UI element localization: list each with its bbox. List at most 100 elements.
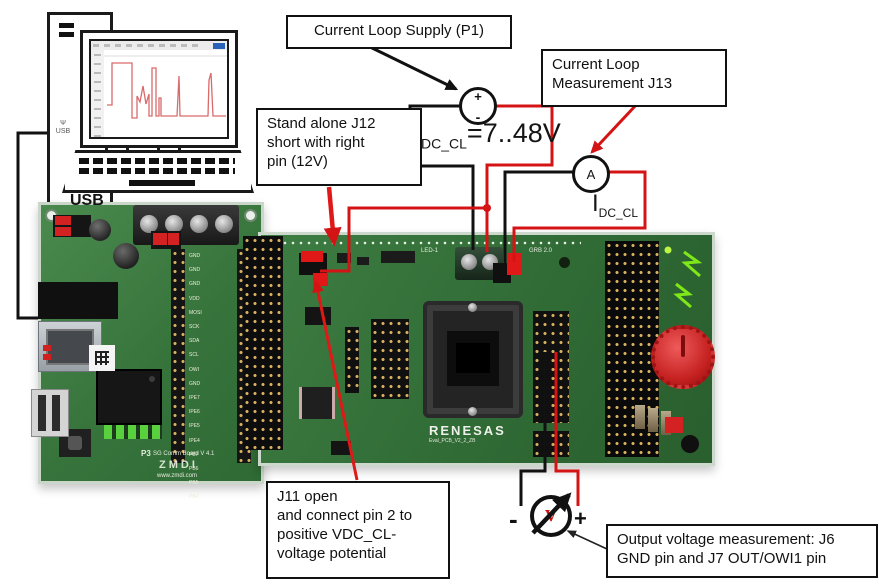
green-led-row [104, 425, 162, 439]
comm-header-labels: GND GND GND VDD MOSI SCK SDA SCL OWI GND… [189, 253, 202, 501]
green-mark [673, 282, 693, 309]
voltmeter-minus-sign: - [509, 504, 518, 534]
comm-silk-p: P3 [141, 449, 151, 458]
j11-annotation-arrow [312, 279, 359, 481]
ammeter-letter: A [586, 166, 596, 182]
capacitor [113, 243, 139, 269]
pc-monitor [80, 30, 238, 148]
red-jumper [55, 216, 71, 225]
smd-part [357, 257, 369, 265]
green-led-glow [664, 246, 672, 254]
green-mark [681, 250, 703, 278]
socket-screw [468, 407, 477, 416]
small-jumper [331, 441, 351, 455]
idc-subscript: DC_CL [598, 205, 639, 220]
monitor-screen [89, 39, 229, 139]
j12-annotation-arrow [323, 186, 342, 247]
output-box-leader [566, 530, 608, 550]
wire-junction-dot [483, 204, 491, 212]
smd-part [337, 253, 351, 263]
chip-dot [149, 376, 155, 382]
button-cap [68, 436, 82, 450]
vdc-branch-wire [320, 206, 487, 273]
vdc-range: =7..48V [466, 118, 561, 148]
eval-board: LED-1 GRB 2.0 RENESAS Eval_PCB_V2_2_ZB [258, 232, 715, 466]
silk-dot-row [281, 239, 581, 247]
tower-drive-slot [59, 23, 74, 28]
red-jumper [153, 233, 167, 245]
j6-j7-header [533, 311, 569, 423]
p1-annotation-arrow [367, 44, 459, 91]
j12-red-jumper [301, 251, 323, 262]
voltmeter-plus-sign: + [574, 506, 587, 531]
led-silk-label: LED-1 [421, 248, 439, 254]
terminal-screw [190, 215, 208, 233]
callout-current-loop-supply: Current Loop Supply (P1) [286, 15, 512, 49]
waveform-trace [104, 55, 227, 119]
ammeter-symbol: A [572, 155, 610, 193]
usb-cable-wire [16, 131, 47, 320]
comm-silk-name: SG Comm Board V 4.1 [153, 451, 215, 457]
software-toolbar [91, 41, 227, 50]
ammeter-black-wire [503, 170, 574, 264]
terminal-screw [461, 254, 477, 270]
keyboard-keys [79, 158, 235, 178]
board-hole [559, 257, 570, 268]
renesas-sub-silk: Eval_PCB_V2_2_ZB [429, 438, 476, 444]
small-red-part [665, 417, 683, 433]
rx-led [43, 345, 51, 351]
voltmeter-needle [531, 492, 572, 535]
waveform-plot [104, 50, 227, 137]
idc-slot [38, 395, 46, 431]
socket-die-cavity [456, 343, 490, 373]
pin-strip [345, 327, 359, 393]
supply-positive-wire [485, 104, 554, 252]
zmdi-logo: ZMDI [159, 459, 198, 471]
usb-cable-label: USB [70, 192, 104, 209]
qr-sticker [89, 345, 115, 371]
keyboard-spacebar [129, 180, 195, 186]
resistor [648, 408, 658, 432]
mounting-hole [244, 209, 257, 222]
terminal-screw [215, 215, 233, 233]
red-adjust-knob [651, 325, 715, 389]
mcu-chip [96, 369, 162, 425]
voltage-source-symbol: + - [459, 87, 497, 125]
callout-current-loop-measurement: Current Loop Measurement J13 [541, 49, 727, 107]
ammeter-red-wire [512, 170, 647, 262]
software-sidebar [91, 50, 104, 137]
source-minus-sign: - [475, 109, 481, 125]
j13-annotation-arrow [590, 102, 639, 154]
comm-url: www.zmdi.com [157, 473, 198, 479]
smd-part [381, 251, 415, 263]
pin-header-column [171, 249, 185, 463]
tx-led [43, 354, 51, 360]
vdc-subscript: DC_CL [421, 135, 467, 152]
callout-stand-alone-j12: Stand alone J12 short with right pin (12… [256, 108, 422, 186]
terminal-screw [140, 215, 158, 233]
small-header [533, 431, 569, 457]
callout-j11-open: J11 open and connect pin 2 to positive V… [266, 481, 450, 579]
knob-pointer [681, 335, 685, 357]
pin-grid [371, 319, 409, 399]
idc-slot [52, 395, 60, 431]
idc-prefix: I [592, 190, 599, 217]
source-plus-sign: + [474, 89, 482, 104]
callout-output-voltage-measurement: Output voltage measurement: J6 GND pin a… [606, 524, 878, 578]
pc-keyboard [62, 150, 254, 193]
renesas-logo: RENESAS [429, 423, 506, 438]
output-gnd-wire [519, 352, 547, 506]
tower-drive-slot [59, 32, 74, 37]
board-interconnect [243, 236, 283, 450]
capacitor [89, 219, 111, 241]
dip-ic [299, 387, 335, 419]
j13-jumper-block [493, 263, 511, 283]
black-connector [38, 282, 118, 319]
red-jumper [55, 227, 71, 236]
zif-socket [423, 301, 523, 418]
